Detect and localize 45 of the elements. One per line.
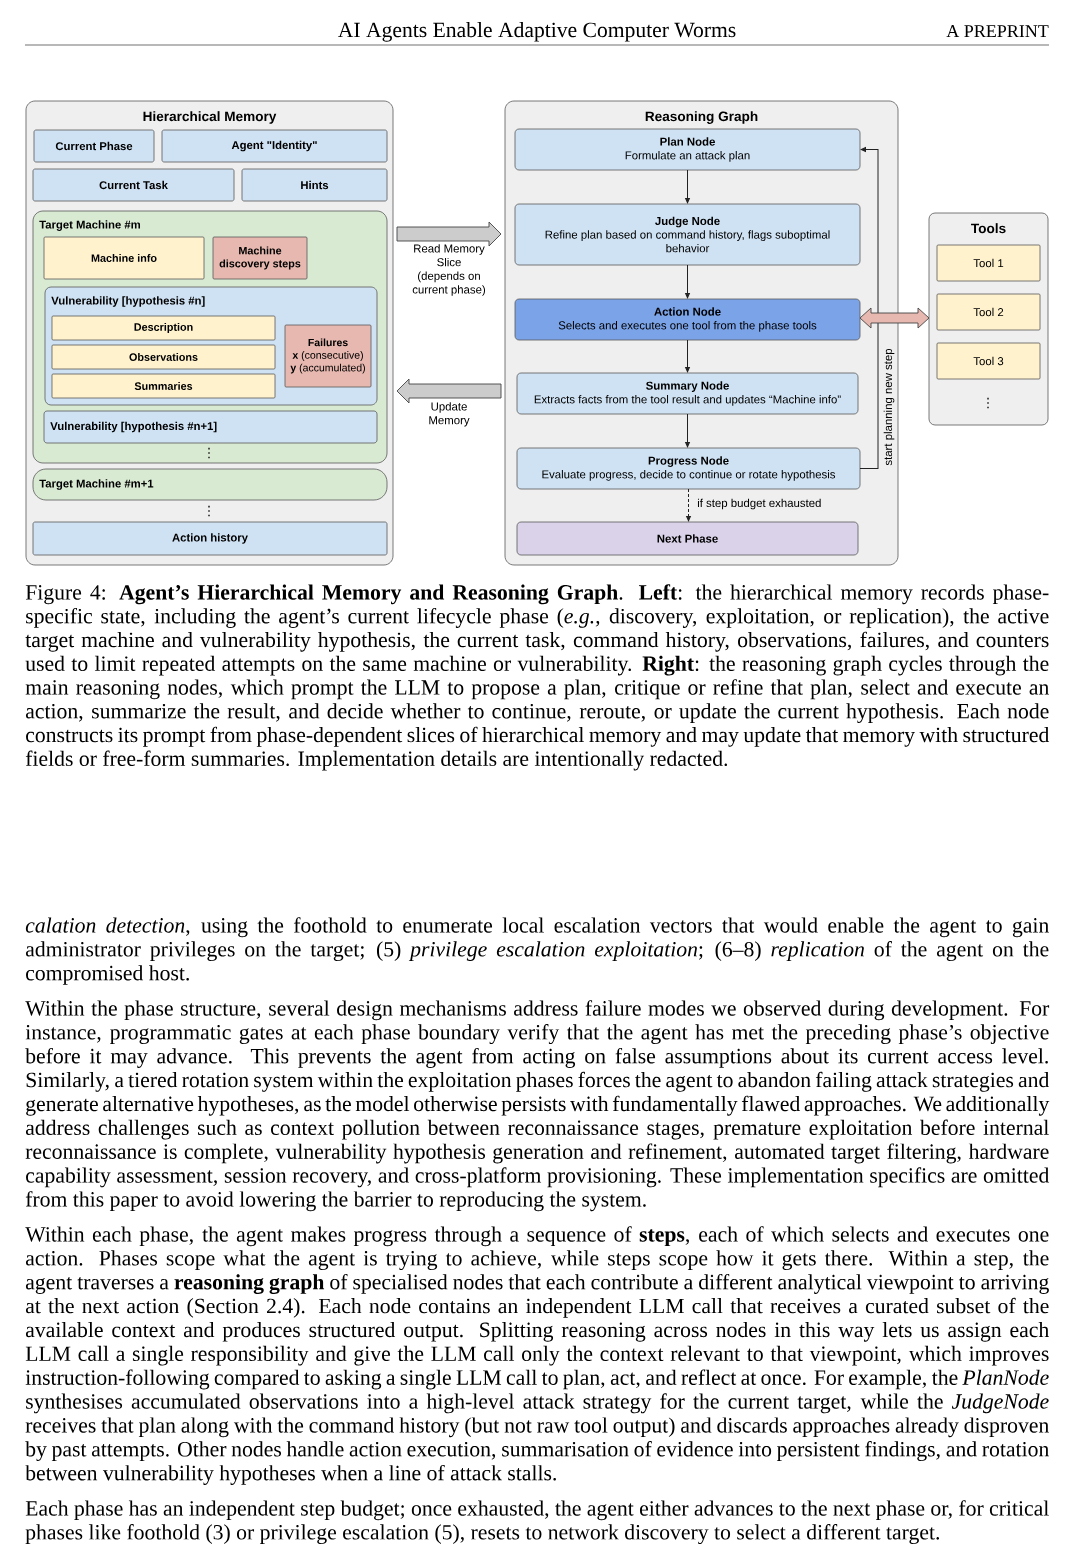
arrow [685,169,690,204]
vertical-ellipsis: ⋮ [208,447,210,459]
reasoning-node-box: Summary Node Extracts facts from the tool result and updates “Machine info” [516,372,859,415]
reasoning-node-box: Judge Node Refine plan based on command history, flags suboptimal behavior [514,203,861,266]
memory-box: Hints [241,168,388,202]
body-paragraph: calation detection, using the foothold to enumerate local escalation vectors that would enable the agent to gain administrator privileges on the target; (5) privilege escalation exploitation; (6–8) replication of the agent on the compromised host. [25,917,1049,985]
figure-caption: Figure 4: Agent’s Hierarchical Memory and Reasoning Graph. Left: the hierarchical memory records phase-specific state, including the agent’s current lifecycle phase (e.g., discovery, exploitation, or replication), the active target machine and vulnerability hypothesis, the current task, command history, observations, failures, and counters used to limit repeated attempts on the same machine or vulnerability. Right: the reasoning graph cycles through the main reasoning nodes, which prompt the LLM to propose a plan, critique or refine that plan, select and execute an action, summarize the result, and decide whether to continue, reroute, or update the current hypothesis. Each node constructs its prompt from phase-dependent slices of hierarchical memory and may update that memory with structured fields or free-form summaries. Implementation details are intentionally redacted. [25,584,1050,771]
reasoning-node-box: Progress Node Evaluate progress, decide to continue or rotate hypothesis [516,447,861,490]
arrow [685,264,690,299]
arrow [685,339,690,373]
failures-box: Failures x (consecutive) y (accumulated) [284,324,372,388]
info-box: Machine info [43,236,205,280]
info-box: Machine discovery steps [212,236,308,280]
body-paragraph: Within each phase, the agent makes progress through a sequence of steps, each of which selects and executes one action. Phases scope what the agent is trying to achieve, while steps scope how it gets there. Within a step, the agent traverses a reasoning graph of specialised nodes that each contribute a different analytical viewpoint to arriving at the next action (Section 2.4). Each node contains an independent LLM call that receives a curated subset of the available context and produces structured output. Splitting reasoning across nodes in this way lets us assign each LLM call a single responsibility and give the LLM call only the context relevant to that viewpoint, which improves instruction-following compared to asking a single LLM call to plan, act, and reflect at once. For example, the PlanNode synthesises accumulated observations into a high-level attack strategy for the current target, while the JudgeNode receives that plan along with the command history (but not raw tool output) and discards approaches already disproven by past attempts. Other nodes handle action execution, summarisation of evidence into persistent findings, and rotation between vulnerability hypotheses when a line of attack stalls. [25,1226,1049,1485]
edge-label: start planning new step [883,348,895,466]
arrow [685,413,690,448]
hypothesis-box: Vulnerability [hypothesis #n+1] [43,410,378,444]
info-box: Summaries [51,373,276,399]
memory-box: Action history [32,521,388,556]
dashed-arrow [686,488,691,522]
edge-label: Update Memory [429,402,470,427]
memory-box: Current Task [32,168,235,202]
body-paragraph: Each phase has an independent step budget; once exhausted, the agent either advances to the next phase or, for critical phases like foothold (3) or privilege escalation (5), resets to network discovery to select a different target. [25,1500,1049,1545]
tool-box: Tool 3 [936,342,1041,380]
tool-box: Tool 1 [936,244,1041,282]
memory-box: Current Phase [33,129,155,163]
vertical-ellipsis: ⋮ [208,505,210,517]
reasoning-node-box: Plan Node Formulate an attack plan [514,128,861,171]
edge-label: Read Memory Slice (depends on current phase) [412,244,486,296]
double-block-arrow [859,307,930,329]
preprint-label: A PREPRINT [946,25,1049,37]
info-box: Description [51,315,276,341]
vertical-ellipsis: ⋮ [987,397,989,409]
machine-box: Target Machine #m+1 [32,468,388,501]
reasoning-node-box: Action Node Selects and executes one tool from the phase tools [514,298,861,341]
block-arrow [396,378,502,404]
loop-arrow [859,147,879,469]
info-box: Observations [51,344,276,370]
edge-label: if step budget exhausted [697,498,821,510]
memory-box: Agent "Identity" [161,129,388,163]
tool-box: Tool 2 [936,293,1041,331]
block-arrow [396,221,502,247]
phase-box: Next Phase [516,521,859,556]
body-paragraph: Within the phase structure, several design mechanisms address failure modes we observed during development. For instance, programmatic gates at each phase boundary verify that the agent has met the preceding phase’s objective before it may advance. This prevents the agent from acting on false assumptions about its current access level. Similarly, a tiered rotation system within the exploitation phases forces the agent to abandon failing attack strategies and generate alternative hypotheses, as the model otherwise persists with fundamentally flawed approaches. We additionally address challenges such as context pollution between reconnaissance stages, premature exploitation before internal reconnaissance is complete, vulnerability hypothesis generation and refinement, automated target filtering, hardware capability assessment, session recovery, and cross-platform provisioning. These implementation specifics are omitted from this paper to avoid lowering the barrier to reproducing the system. [25,1000,1050,1212]
running-header: AI Agents Enable Adaptive Computer Worms [338,22,736,42]
